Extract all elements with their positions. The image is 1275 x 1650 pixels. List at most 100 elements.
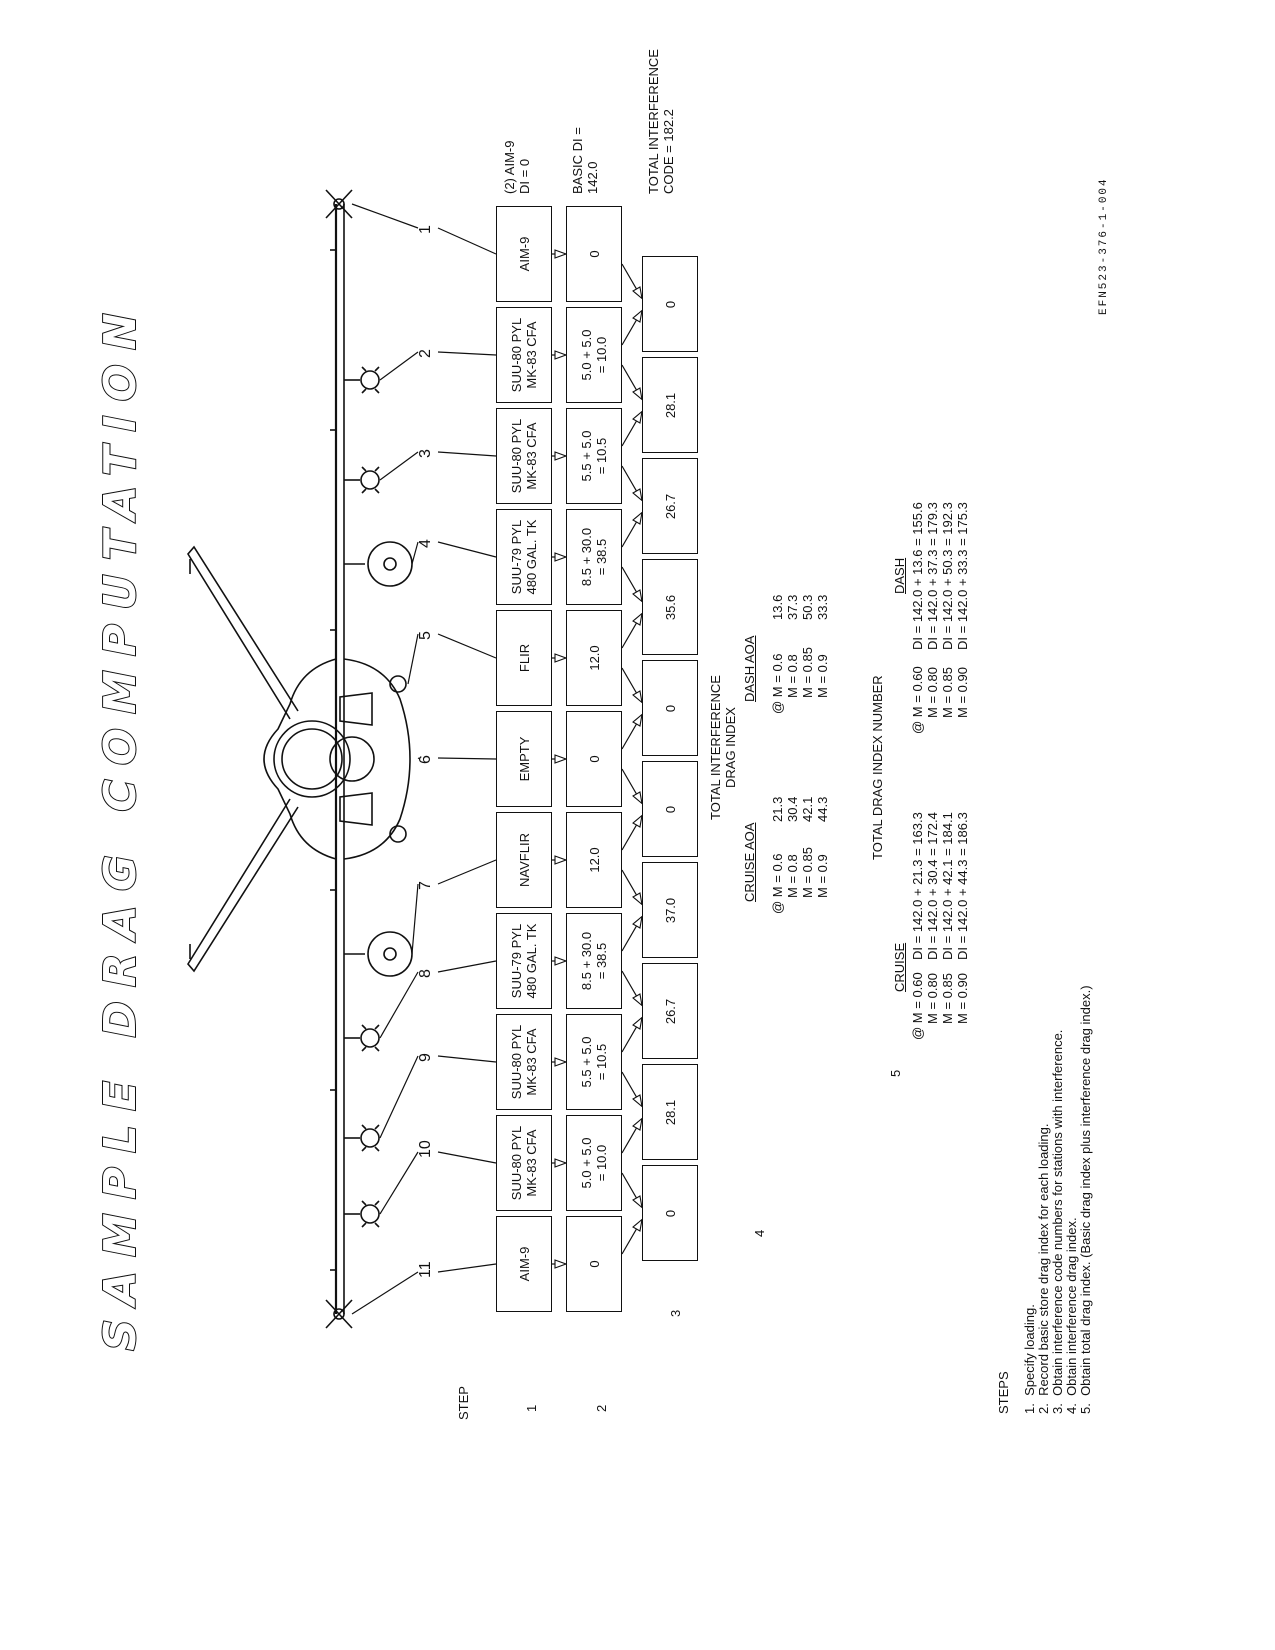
- loading-box-5-label: NAVFLIR: [516, 833, 532, 887]
- station-number-4: 4: [417, 539, 434, 548]
- interference-code-box-4-label: 37.0: [662, 897, 678, 924]
- interference-code-box-8-label: 26.7: [662, 493, 678, 520]
- interference-code-box-3-label: 26.7: [662, 998, 678, 1025]
- bomb-fin-6c: [374, 388, 380, 394]
- step5-dash-formula-4: DI = 142.0 + 33.3 = 175.3: [955, 502, 970, 650]
- arrowhead-right-2: [632, 1094, 643, 1108]
- store-drag-box-4-label: 8.5 + 30.0 = 38.5: [579, 931, 609, 991]
- bomb-fin-2a: [361, 1046, 367, 1052]
- step4-cruise-value-1: 21.3: [770, 796, 785, 822]
- station-number-7: 7: [417, 881, 434, 890]
- steps-item-2: 2. Record basic store drag index for eac…: [1036, 1123, 1051, 1414]
- wingtip-launcher-left: [325, 1299, 353, 1329]
- loading-box-6-label: EMPTY: [516, 736, 532, 782]
- step4-title: TOTAL INTERFERENCE DRAG INDEX: [708, 675, 738, 820]
- arrowhead-left-10: [632, 309, 643, 323]
- aim9-body: [333, 198, 345, 210]
- flow-arrows: [552, 249, 643, 1269]
- loading-box-7: FLIR: [496, 610, 552, 706]
- store-drag-box-3: 5.5 + 5.0 = 10.5: [566, 1014, 622, 1110]
- interference-code-box-6-label: 0: [662, 704, 678, 713]
- bomb-fin-5c: [374, 488, 380, 494]
- leader-to-station-6: [417, 757, 421, 760]
- step4-dash-mach-1: @ M = 0.6: [770, 653, 785, 714]
- store-drag-box-2: 5.0 + 5.0 = 10.0: [566, 1115, 622, 1211]
- step5-cruise-mach-3: M = 0.85: [940, 973, 955, 1024]
- loading-box-2-label: SUU-80 PYL MK-83 CFA: [509, 1125, 539, 1201]
- bomb-fin-1d: [374, 1124, 380, 1130]
- step4-dash-value-3: 50.3: [800, 594, 815, 620]
- loading-box-9-label: SUU-80 PYL MK-83 CFA: [509, 418, 539, 494]
- store-drag-box-4: 8.5 + 30.0 = 38.5: [566, 913, 622, 1009]
- station-number-1: 1: [417, 225, 434, 234]
- station-number-5: 5: [417, 631, 434, 640]
- arrowhead-loading-7: [554, 653, 568, 663]
- store-drag-box-5-label: 12.0: [586, 847, 602, 873]
- station-number-8: 8: [417, 969, 434, 978]
- store-drag-box-2-label: 5.0 + 5.0 = 10.0: [579, 1137, 609, 1189]
- store-drag-box-7: 12.0: [566, 610, 622, 706]
- loading-box-6: EMPTY: [496, 711, 552, 807]
- loading-box-1: AIM-9: [496, 1216, 552, 1312]
- bomb-fin-1b: [361, 1124, 367, 1130]
- loading-box-3-label: SUU-80 PYL MK-83 CFA: [509, 1024, 539, 1100]
- interference-code-box-6: 0: [642, 660, 698, 757]
- bomb-fin-2d: [374, 1024, 380, 1030]
- step5-title: TOTAL DRAG INDEX NUMBER: [870, 675, 885, 860]
- interference-code-box-8: 26.7: [642, 458, 698, 555]
- loading-box-8-label: SUU-79 PYL 480 GAL. TK: [509, 519, 539, 595]
- interference-code-box-5-label: 0: [662, 805, 678, 814]
- leader-to-loading-8: [437, 960, 497, 973]
- arrowhead-left-9: [632, 410, 643, 424]
- step-number-4: 4: [752, 1229, 767, 1237]
- step4-dash-value-1: 13.6: [770, 594, 785, 620]
- note-total-interference-code: TOTAL INTERFERENCE CODE = 182.2: [646, 49, 676, 194]
- arrowhead-left-7: [632, 612, 643, 626]
- step4-cruise-mach-4: M = 0.9: [815, 854, 830, 898]
- store-drag-box-1: 0: [566, 1216, 622, 1312]
- steps-item-3: 3. Obtain interference code numbers for …: [1050, 1029, 1065, 1414]
- bomb-fin-6b: [361, 366, 367, 372]
- leader-to-station-11: [351, 1271, 419, 1315]
- steps-item-4: 4. Obtain interference drag index.: [1064, 1217, 1079, 1414]
- loading-box-11: AIM-9: [496, 206, 552, 302]
- leader-to-loading-6: [437, 757, 497, 760]
- step5-cruise-mach-2: M = 0.80: [925, 973, 940, 1024]
- step-header: STEP: [456, 1386, 471, 1420]
- station-number-11: 11: [417, 1261, 434, 1278]
- bomb-fin-1a: [361, 1146, 367, 1152]
- step5-dash-formula-1: DI = 142.0 + 13.6 = 155.6: [910, 502, 925, 650]
- store-drag-box-11-label: 0: [586, 250, 602, 258]
- step4-dash-value-4: 33.3: [815, 594, 830, 620]
- leader-to-loading-1: [437, 227, 497, 255]
- step4-dash-mach-4: M = 0.9: [815, 654, 830, 698]
- interference-code-box-9-label: 28.1: [662, 392, 678, 419]
- step4-cruise-mach-3: M = 0.85: [800, 847, 815, 898]
- step4-cruise-mach-1: @ M = 0.6: [770, 853, 785, 914]
- arrowhead-left-4: [632, 915, 643, 929]
- step5-cruise-formula-2: DI = 142.0 + 30.4 = 172.4: [925, 812, 940, 960]
- note-basic-di: BASIC DI = 142.0: [570, 127, 600, 194]
- step4-cruise-value-3: 42.1: [800, 796, 815, 822]
- nose-radome: [329, 736, 375, 782]
- leader-to-loading-7: [437, 859, 497, 885]
- leader-to-station-3: [379, 451, 419, 481]
- leader-to-station-4: [411, 541, 419, 565]
- bomb-fin-0c: [374, 1222, 380, 1228]
- store-drag-box-3-label: 5.5 + 5.0 = 10.5: [579, 1036, 609, 1088]
- fuel-tank-center-3: [383, 947, 397, 961]
- bomb-fin-0d: [374, 1200, 380, 1206]
- loading-box-8: SUU-79 PYL 480 GAL. TK: [496, 509, 552, 605]
- interference-code-box-1: 0: [642, 1165, 698, 1262]
- figure-reference: EFN523-376-1-004: [1098, 177, 1110, 315]
- navflir-pod: [389, 825, 407, 843]
- step5-cruise-mach-1: @ M = 0.60: [910, 972, 925, 1040]
- aircraft-front-view: [187, 189, 413, 1329]
- station-number-3: 3: [417, 449, 434, 458]
- step-number-3: 3: [668, 1309, 683, 1317]
- interference-code-box-2: 28.1: [642, 1064, 698, 1161]
- canopy-inner: [281, 728, 343, 790]
- store-drag-box-9-label: 5.5 + 5.0 = 10.5: [579, 430, 609, 482]
- leader-to-loading-2: [437, 351, 497, 356]
